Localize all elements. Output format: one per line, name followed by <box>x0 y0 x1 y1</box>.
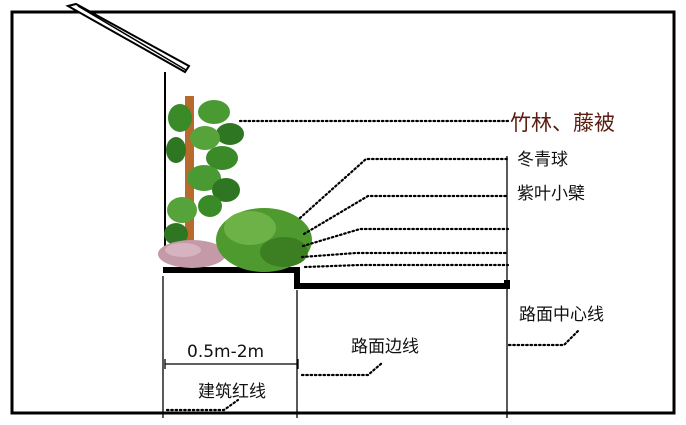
building-outline <box>65 2 191 262</box>
label-purple-barberry: 紫叶小檗 <box>517 184 585 204</box>
reference-lines <box>162 156 508 418</box>
label-building-red-line: 建筑红线 <box>198 382 266 402</box>
ground-profile <box>163 267 510 289</box>
groundcover-highlight <box>165 243 201 257</box>
label-road-center-line: 路面中心线 <box>519 305 604 325</box>
leader-lines <box>165 119 581 412</box>
label-width-range: 0.5m-2m <box>187 342 264 362</box>
width-dimension <box>164 359 299 369</box>
label-road-edge-line: 路面边线 <box>351 337 419 357</box>
bamboo-vine-plant <box>164 100 244 245</box>
label-bamboo-wisteria: 竹林、藤被 <box>510 111 615 135</box>
holly-ball-shrub <box>216 208 312 272</box>
label-holly-ball: 冬青球 <box>517 150 568 170</box>
diagram-frame <box>10 10 676 415</box>
